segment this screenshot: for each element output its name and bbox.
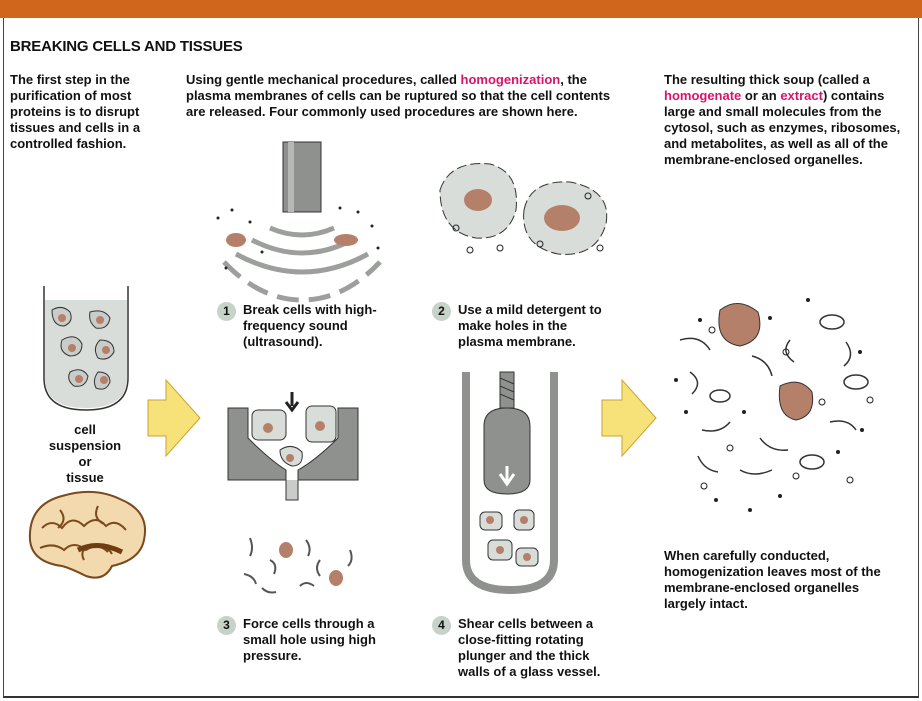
result-text: The resulting thick soup (called a homog… — [664, 72, 914, 168]
homogenization-term: homogenization — [461, 72, 561, 87]
step-4-text: Shear cells between a close-fitting rota… — [458, 616, 618, 680]
step-4-number: 4 — [432, 616, 451, 635]
page-title: BREAKING CELLS AND TISSUES — [10, 38, 243, 55]
step-2-number: 2 — [432, 302, 451, 321]
step-3-text: Force cells through a small hole using h… — [243, 616, 403, 664]
step-3-number: 3 — [217, 616, 236, 635]
step-2-text: Use a mild detergent to make holes in th… — [458, 302, 608, 350]
extract-term: extract — [780, 88, 823, 103]
conclusion-text: When carefully conducted, homogenization… — [664, 548, 884, 612]
sample-label: cell suspension or tissue — [40, 422, 130, 486]
intro-text: The first step in the purification of mo… — [10, 72, 175, 152]
step-1-text: Break cells with high-frequency sound (u… — [243, 302, 393, 350]
step-1-number: 1 — [217, 302, 236, 321]
procedures-text: Using gentle mechanical procedures, call… — [186, 72, 626, 120]
header-bar — [0, 0, 922, 18]
homogenate-term: homogenate — [664, 88, 741, 103]
